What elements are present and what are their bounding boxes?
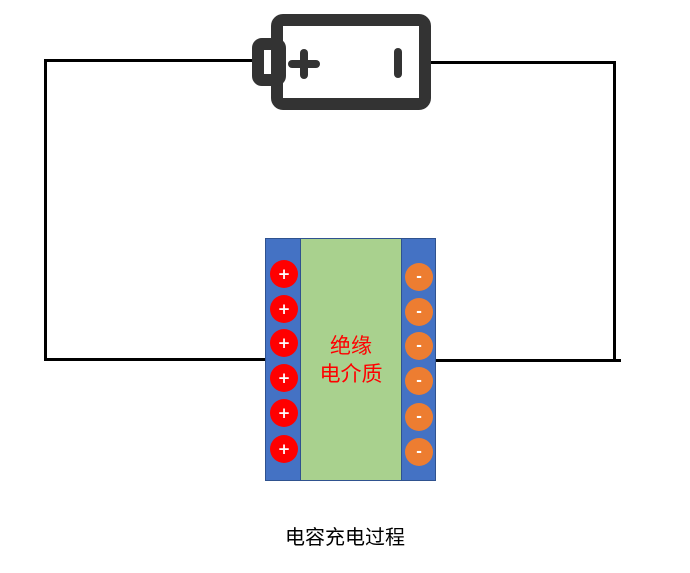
negative-charge: - [405,332,433,360]
positive-charge: + [270,329,298,357]
wire-bottom-left [44,358,265,361]
wire-top-left [46,59,254,62]
dielectric: 绝缘 电介质 [301,238,401,481]
positive-charge: + [270,399,298,427]
diagram-caption: 电容充电过程 [285,525,405,549]
capacitor: + + + + + + 绝缘 电介质 - - - - - - [265,238,436,481]
negative-charge: - [405,438,433,466]
wire-top-right [428,61,615,64]
positive-charge: + [270,435,298,463]
positive-charge: + [270,260,298,288]
negative-charge: - [405,298,433,326]
wire-left [44,59,47,361]
negative-charge: - [405,367,433,395]
wire-bottom-right [436,359,621,362]
dielectric-label-line2: 电介质 [319,362,383,386]
wire-right [613,61,616,362]
positive-charge: + [270,295,298,323]
negative-charge: - [405,403,433,431]
positive-charge: + [270,364,298,392]
right-plate: - - - - - - [401,238,436,481]
battery-icon [252,14,431,110]
dielectric-label-line1: 绝缘 [330,334,372,358]
negative-charge: - [405,263,433,291]
battery-positive-symbol [288,49,320,79]
left-plate: + + + + + + [265,238,301,481]
dielectric-label: 绝缘 电介质 [301,332,401,388]
